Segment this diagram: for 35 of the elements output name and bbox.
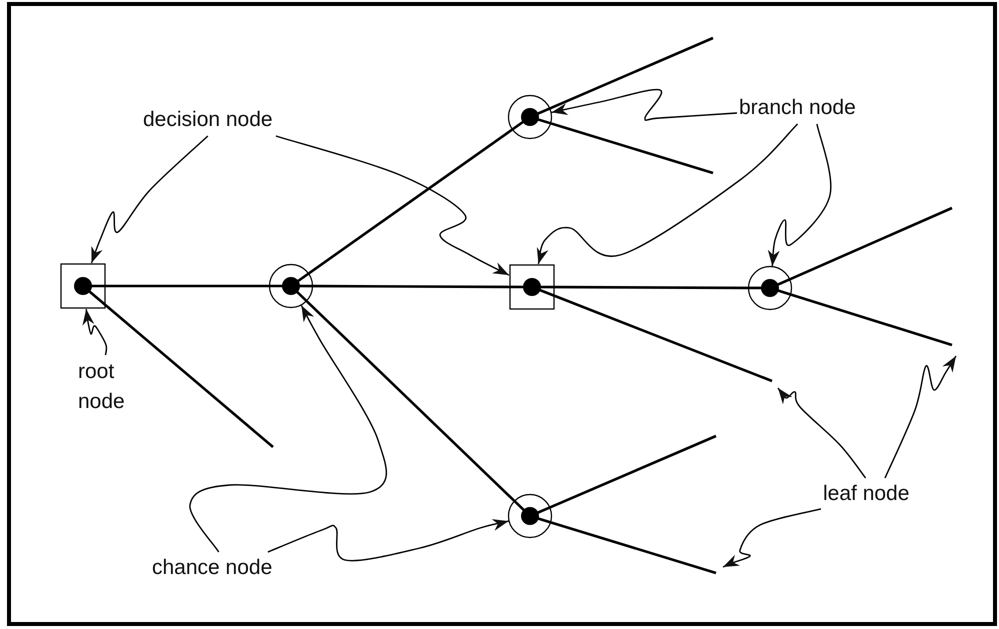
branch-line [550,36,714,110]
leader-arrow [276,135,510,276]
branch-line [308,128,513,274]
leader-arrow [777,388,866,478]
square-node-symbol [60,263,106,309]
branch-line [550,521,716,574]
leader-arrow [90,135,208,264]
leader-arrow [536,124,798,264]
branch-line [790,293,952,346]
circle-node-symbol [507,94,553,140]
circle-node-symbol [507,493,553,539]
branch-line [550,434,717,508]
branch-line [554,294,772,382]
leader-arrow [268,518,509,562]
branch-line [106,284,269,288]
leader-arrow [551,88,738,121]
callout-label: chance node [152,554,305,582]
circle-node-symbol [268,263,314,309]
callout-label: branch node [739,94,889,122]
leader-arrow [884,356,957,478]
callout-label: leaf node [823,480,933,508]
callout-label: decision node [143,106,307,134]
branch-line [306,300,516,502]
branch-line [555,286,748,290]
leader-arrow [189,305,388,552]
circle-node-symbol [747,265,793,311]
branch-line [105,304,274,448]
leader-arrow [82,308,108,356]
branch-line [313,284,509,288]
leader-arrow [768,124,832,266]
branch-line [550,122,714,174]
branch-line [790,206,953,280]
leader-arrow [722,508,822,568]
square-node-symbol [509,264,555,310]
callout-label: root node [78,357,130,417]
